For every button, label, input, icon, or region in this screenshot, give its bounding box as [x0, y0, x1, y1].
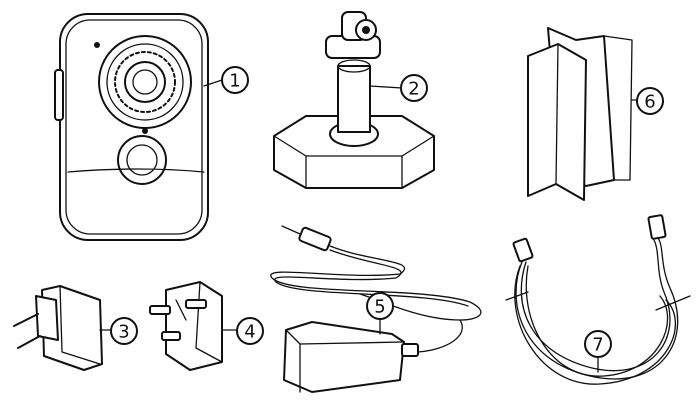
callout-6: 6	[636, 87, 664, 115]
eu-plug-illustration	[13, 285, 113, 371]
callout-3: 3	[110, 317, 138, 345]
callout-6-label: 6	[644, 92, 655, 113]
plug-adapter-illustration	[149, 281, 237, 371]
network-cable-illustration	[505, 214, 691, 385]
callout-4: 4	[236, 317, 264, 345]
callout-1-label: 1	[229, 71, 240, 92]
callout-7: 7	[584, 330, 612, 358]
callout-5: 5	[366, 292, 394, 320]
callout-3-label: 3	[118, 322, 129, 343]
power-adapter-illustration	[270, 225, 482, 393]
callout-1: 1	[221, 66, 249, 94]
manuals-illustration	[527, 27, 639, 201]
stand-illustration	[273, 11, 435, 189]
callout-7-label: 7	[592, 335, 603, 356]
callout-2: 2	[400, 74, 428, 102]
callout-2-label: 2	[408, 79, 419, 100]
callout-4-label: 4	[244, 322, 255, 343]
callout-5-label: 5	[374, 297, 385, 318]
camera-illustration	[54, 13, 223, 241]
